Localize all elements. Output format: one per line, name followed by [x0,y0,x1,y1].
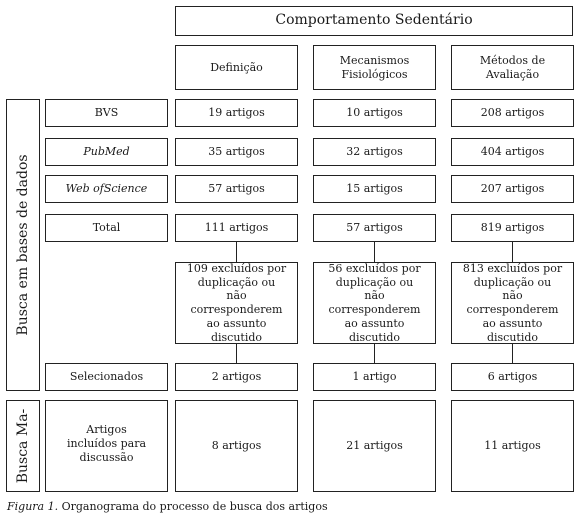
title: Comportamento Sedentário [275,12,473,29]
cell-bvs-definicao: 19 artigos [175,99,298,127]
cell-total-mecanismos: 57 artigos [313,214,436,242]
cell-wos-metodos: 207 artigos [451,175,574,203]
sidebar-databases: Busca em bases de dados [6,99,40,391]
row-label-included: Artigos incluídos para discussão [45,400,168,492]
column-header-definicao: Definição [175,45,298,90]
sidebar-databases-label: Busca em bases de dados [15,154,31,336]
column-header-metodos: Métodos de Avaliação [451,45,574,90]
connector-line [512,242,513,262]
cell-selected-mecanismos: 1 artigo [313,363,436,391]
cell-total-definicao: 111 artigos [175,214,298,242]
cell-included-definicao: 8 artigos [175,400,298,492]
title-box: Comportamento Sedentário [175,6,573,36]
row-label-total: Total [45,214,168,242]
cell-pubmed-metodos: 404 artigos [451,138,574,166]
cell-pubmed-definicao: 35 artigos [175,138,298,166]
cell-total-metodos: 819 artigos [451,214,574,242]
figure-caption-text: Organograma do processo de busca dos art… [58,500,328,513]
row-label-bvs: BVS [45,99,168,127]
column-header-mecanismos: Mecanismos Fisiológicos [313,45,436,90]
cell-bvs-metodos: 208 artigos [451,99,574,127]
connector-line [374,242,375,262]
figure-caption: Figura 1. Organograma do processo de bus… [7,500,328,513]
cell-selected-definicao: 2 artigos [175,363,298,391]
cell-included-metodos: 11 artigos [451,400,574,492]
figure-number: Figura 1. [7,500,59,513]
cell-excluded-definicao: 109 excluídos por duplicação ou não corr… [175,262,298,344]
cell-excluded-mecanismos: 56 excluídos por duplicação ou não corre… [313,262,436,344]
cell-pubmed-mecanismos: 32 artigos [313,138,436,166]
cell-included-mecanismos: 21 artigos [313,400,436,492]
sidebar-manual: Busca Ma- [6,400,40,492]
cell-selected-metodos: 6 artigos [451,363,574,391]
connector-line [236,242,237,262]
cell-excluded-metodos: 813 excluídos por duplicação ou não corr… [451,262,574,344]
row-label-pubmed: PubMed [45,138,168,166]
connector-line [512,344,513,363]
connector-line [236,344,237,363]
sidebar-manual-label: Busca Ma- [15,408,31,484]
cell-bvs-mecanismos: 10 artigos [313,99,436,127]
connector-line [374,344,375,363]
cell-wos-definicao: 57 artigos [175,175,298,203]
row-label-wos: Web ofScience [45,175,168,203]
cell-wos-mecanismos: 15 artigos [313,175,436,203]
row-label-selected: Selecionados [45,363,168,391]
